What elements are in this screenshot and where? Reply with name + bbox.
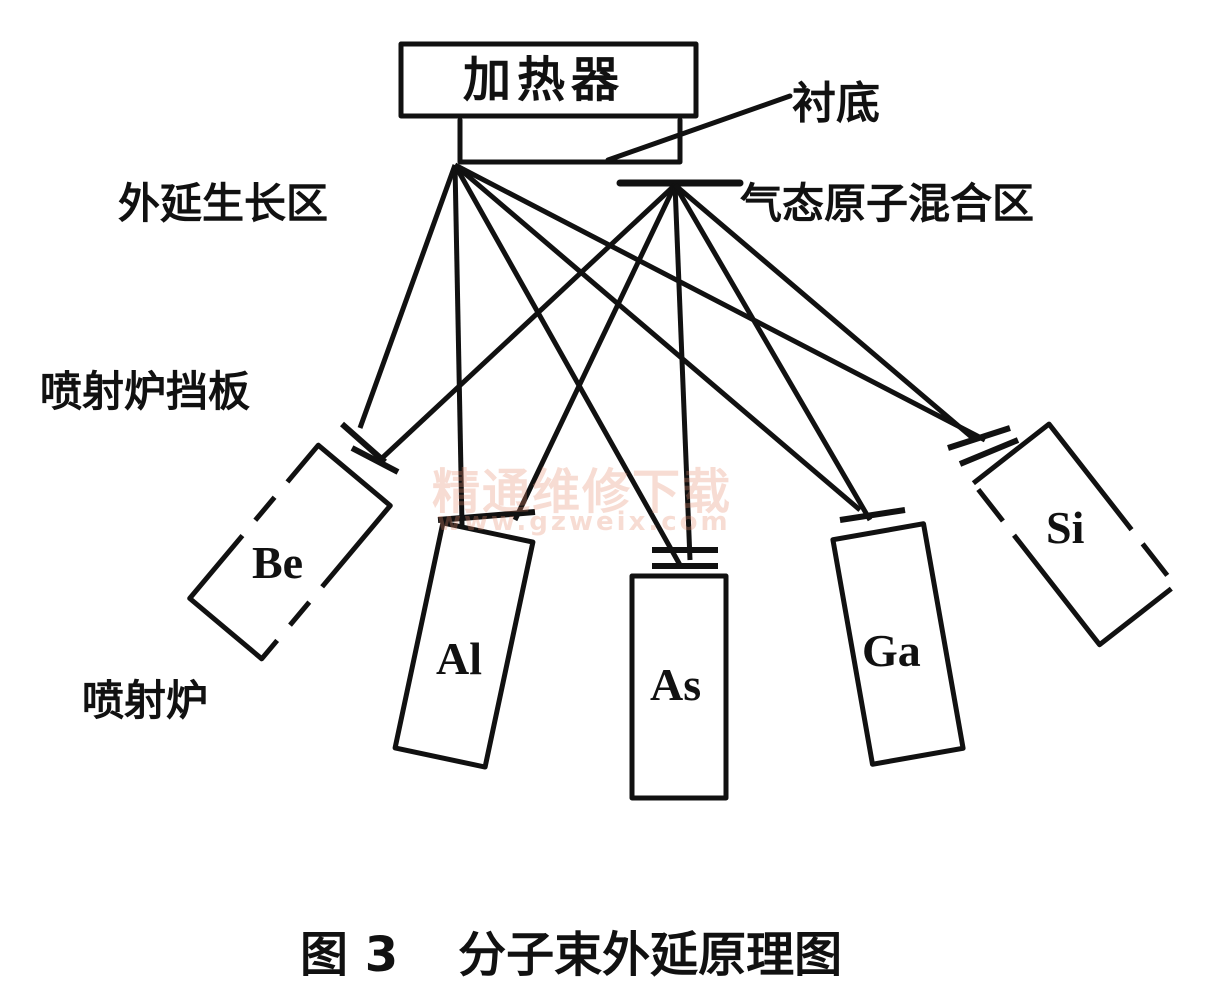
beam-line xyxy=(672,184,693,561)
figure-caption: 图 3 分子束外延原理图 xyxy=(300,915,842,985)
figure-title: 分子束外延原理图 xyxy=(458,927,843,983)
beam-line xyxy=(378,183,677,462)
shutter-ga xyxy=(839,507,906,523)
beams-to-mixing-zone xyxy=(378,183,977,561)
substrate-pointer xyxy=(605,93,793,163)
beam-line xyxy=(452,164,465,526)
beam-line xyxy=(453,163,862,512)
beam-line xyxy=(512,183,678,522)
cell-be-body xyxy=(187,442,393,662)
beams-to-substrate xyxy=(357,162,987,567)
heater-label: 加热器 xyxy=(463,52,626,108)
cell-label-be: Be xyxy=(252,537,304,588)
figure-number: 图 3 xyxy=(300,927,399,983)
substrate xyxy=(457,117,683,165)
beam-line xyxy=(452,163,683,567)
substrate-label: 衬底 xyxy=(792,78,880,129)
cell-label-si: Si xyxy=(1046,502,1085,553)
shutter-al xyxy=(437,509,536,523)
beam-line xyxy=(672,183,873,522)
shutters xyxy=(340,421,1020,569)
cell-label-as: As xyxy=(650,659,702,710)
watermark-text: 精通维修下载 xyxy=(432,464,733,520)
mixing-zone-label: 气态原子混合区 xyxy=(740,179,1035,228)
heater-box xyxy=(398,41,699,119)
beam-line xyxy=(357,164,458,429)
furnace-label: 喷射炉 xyxy=(82,676,209,725)
shutter-si xyxy=(947,425,1011,451)
cell-al-body xyxy=(392,520,536,770)
cell-si-body xyxy=(970,421,1178,648)
beam-line xyxy=(673,183,977,442)
shutter-be xyxy=(350,445,400,475)
shutter-label: 喷射炉挡板 xyxy=(40,367,251,416)
epitaxial-zone-label: 外延生长区 xyxy=(118,179,329,228)
cell-as-body xyxy=(629,573,729,801)
cell-ga-body xyxy=(830,521,966,767)
beam-line xyxy=(453,162,987,443)
watermark-url: www.gzweix.com xyxy=(437,507,731,537)
cell-label-ga: Ga xyxy=(862,625,921,676)
shutter-si xyxy=(958,437,1020,467)
shutter-be xyxy=(340,421,387,465)
cell-label-al: Al xyxy=(436,633,482,684)
